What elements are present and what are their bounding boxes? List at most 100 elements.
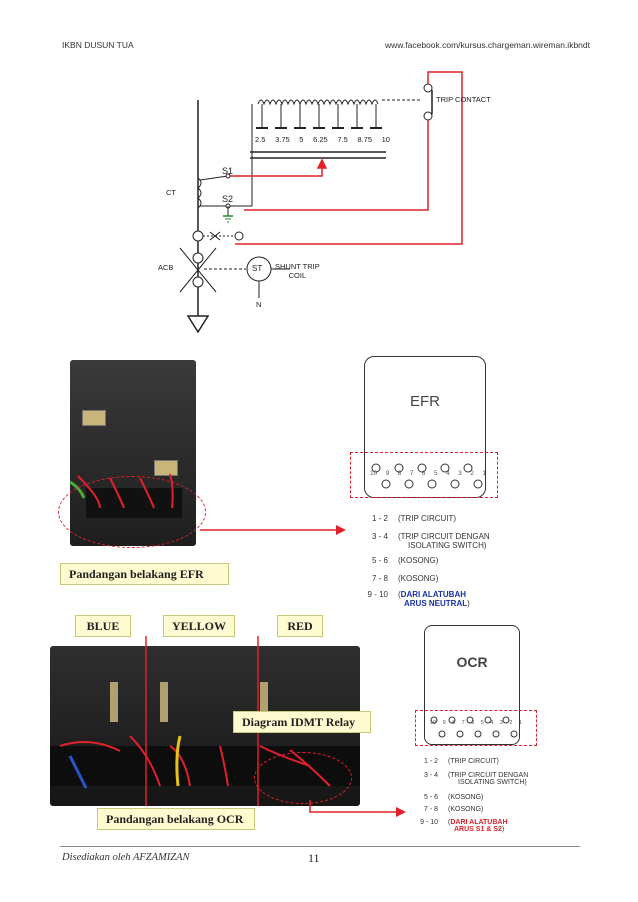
legend-row: 1 - 2 (TRIP CIRCUIT) bbox=[404, 758, 499, 765]
s2-label: S2 bbox=[222, 194, 234, 204]
legend-key: 5 - 6 bbox=[423, 794, 438, 801]
terminal-number: 6 bbox=[421, 470, 426, 477]
efr-relay-box: EFR bbox=[364, 356, 486, 498]
trip-coil bbox=[257, 99, 379, 106]
legend-key: 3 - 4 bbox=[423, 772, 438, 779]
terminal-number: 8 bbox=[397, 470, 402, 477]
efr-terminal-highlight bbox=[350, 452, 498, 498]
terminal-number: 5 bbox=[434, 470, 438, 477]
tap-value: 10 bbox=[381, 135, 390, 144]
legend-highlight: DARI ALATUBAH bbox=[400, 590, 466, 599]
legend-value: (KOSONG) bbox=[398, 574, 439, 583]
trip-contact-label: TRIP CONTACT bbox=[436, 95, 491, 104]
terminal-number: 10 bbox=[430, 720, 437, 726]
legend-value-end: ) bbox=[501, 826, 505, 833]
legend-row: 5 - 6 (KOSONG) bbox=[352, 556, 438, 565]
terminal-number: 5 bbox=[480, 720, 484, 726]
ocr-terminal-numbers: 10 9 8 7 6 5 4 3 2 1 bbox=[430, 720, 522, 726]
efr-title: EFR bbox=[410, 393, 440, 410]
terminal-number: 3 bbox=[458, 470, 462, 477]
phase-yellow-label: YELLOW bbox=[163, 615, 235, 637]
legend-highlight-cont: ARUS S1 & S2 bbox=[454, 826, 502, 833]
tap-value: 7.5 bbox=[337, 135, 348, 144]
legend-key: 3 - 4 bbox=[371, 532, 388, 541]
legend-highlight-cont: ARUS NEUTRAL bbox=[404, 599, 468, 608]
legend-value: (TRIP CIRCUIT) bbox=[398, 514, 457, 523]
terminal-number: 7 bbox=[461, 720, 465, 726]
phase-blue-label: BLUE bbox=[75, 615, 131, 637]
ocr-arrow-icon bbox=[309, 800, 406, 817]
terminal-number: 9 bbox=[385, 470, 390, 477]
legend-value: (TRIP CIRCUIT DENGAN bbox=[398, 532, 490, 541]
legend-key: 1 - 2 bbox=[423, 758, 438, 765]
terminal-number: 2 bbox=[470, 470, 474, 477]
footer-divider bbox=[60, 846, 580, 847]
terminal-number: 1 bbox=[518, 720, 522, 726]
terminal-number: 2 bbox=[509, 720, 513, 726]
ocr-caption: Pandangan belakang OCR bbox=[97, 808, 255, 830]
tap-value: 2.5 bbox=[255, 135, 266, 144]
terminal-number: 10 bbox=[370, 470, 378, 477]
ocr-terminal-highlight bbox=[415, 710, 537, 746]
ocr-highlight-ellipse bbox=[254, 752, 352, 804]
ocr-terminal-block bbox=[430, 716, 518, 738]
tap-value: 3.75 bbox=[275, 135, 290, 144]
terminal-number: 8 bbox=[452, 720, 456, 726]
ct-label: CT bbox=[166, 188, 176, 197]
tap-value: 5 bbox=[299, 135, 304, 144]
legend-value: (KOSONG) bbox=[448, 794, 484, 801]
legend-row: 7 - 8 (KOSONG) bbox=[404, 806, 483, 813]
legend-key: 9 - 10 bbox=[420, 819, 438, 826]
tap-value: 8.75 bbox=[357, 135, 372, 144]
legend-key: 7 - 8 bbox=[371, 574, 388, 583]
legend-value: ( bbox=[398, 590, 401, 599]
legend-value: (TRIP CIRCUIT DENGAN bbox=[448, 772, 529, 779]
header-left: IKBN DUSUN TUA bbox=[62, 40, 134, 50]
legend-value: (KOSONG) bbox=[448, 806, 484, 813]
legend-value-cont: ISOLATING SWITCH) bbox=[458, 779, 527, 786]
terminal-number: 9 bbox=[442, 720, 446, 726]
ocr-relay-box: OCR bbox=[424, 625, 520, 745]
shunt-trip-line2: COIL bbox=[288, 271, 307, 280]
footer-author: Disediakan oleh AFZAMIZAN bbox=[62, 852, 190, 863]
terminal-number: 4 bbox=[490, 720, 494, 726]
legend-key: 5 - 6 bbox=[371, 556, 388, 565]
wiring-diagram bbox=[179, 71, 463, 334]
efr-caption: Pandangan belakang EFR bbox=[60, 563, 229, 585]
idmt-diagram-label: Diagram IDMT Relay bbox=[233, 711, 371, 733]
terminal-number: 6 bbox=[471, 720, 475, 726]
tap-value: 6.25 bbox=[313, 135, 328, 144]
legend-row: 7 - 8 (KOSONG) bbox=[352, 574, 438, 583]
acb-label: ACB bbox=[158, 263, 174, 272]
st-label: ST bbox=[252, 264, 263, 273]
terminal-number: 1 bbox=[482, 470, 486, 477]
header-right: www.facebook.com/kursus.chargeman.wirema… bbox=[384, 40, 590, 50]
legend-value: ( bbox=[448, 819, 451, 826]
terminal-number: 7 bbox=[409, 470, 414, 477]
legend-highlight: DARI ALATUBAH bbox=[450, 819, 508, 826]
terminal-number: 3 bbox=[499, 720, 503, 726]
legend-key: 9 - 10 bbox=[367, 590, 388, 599]
neutral-label: N bbox=[256, 300, 262, 309]
legend-value-cont: ISOLATING SWITCH) bbox=[408, 541, 487, 550]
legend-value: (TRIP CIRCUIT) bbox=[448, 758, 499, 765]
terminal-number: 4 bbox=[446, 470, 450, 477]
phase-red-label: RED bbox=[277, 615, 323, 637]
efr-terminal-block bbox=[371, 463, 483, 489]
tap-values: 2.5 3.75 5 6.25 7.5 8.75 10 bbox=[255, 135, 390, 144]
ocr-title: OCR bbox=[456, 654, 488, 670]
shunt-trip-line1: SHUNT TRIP bbox=[275, 262, 320, 271]
legend-key: 7 - 8 bbox=[423, 806, 438, 813]
efr-highlight-ellipse bbox=[58, 476, 206, 548]
shunt-trip-label: SHUNT TRIP COIL bbox=[275, 262, 320, 280]
efr-arrow-icon bbox=[200, 525, 346, 535]
legend-value-end: ) bbox=[467, 599, 470, 608]
efr-terminal-numbers: 10 9 8 7 6 5 4 3 2 1 bbox=[370, 470, 486, 477]
s1-label: S1 bbox=[222, 166, 234, 176]
legend-row: 5 - 6 (KOSONG) bbox=[404, 794, 483, 801]
legend-value: (KOSONG) bbox=[398, 556, 439, 565]
